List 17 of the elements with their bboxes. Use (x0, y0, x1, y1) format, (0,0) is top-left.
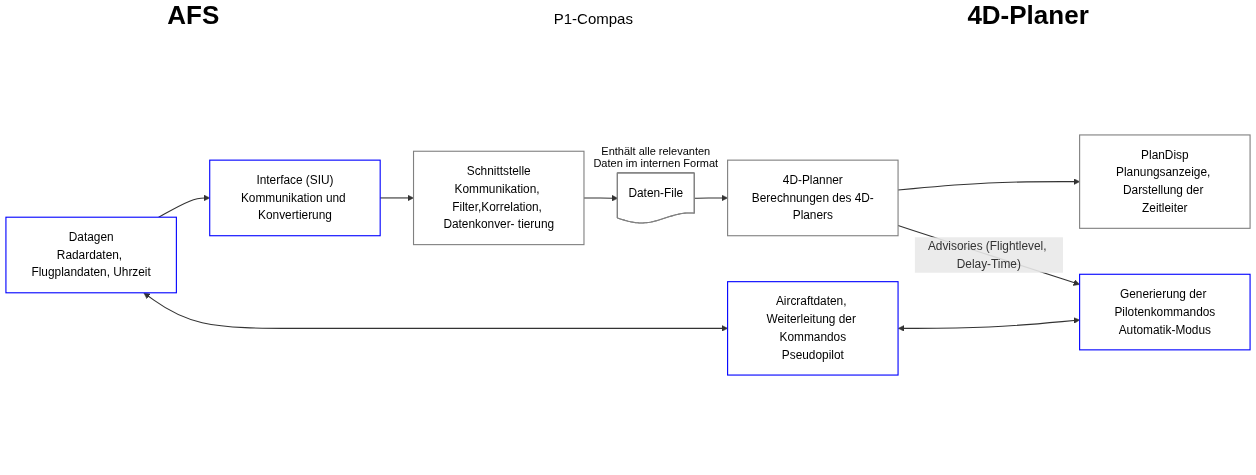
edge-label: Advisories (Flightlevel, Delay-Time) (927, 239, 1047, 270)
node-box: Datagen Radardaten, Flugplandaten, Uhrzeit (5, 216, 177, 294)
node-note: Enthält alle relevanten Daten im internen Format (592, 144, 720, 169)
arrow (158, 194, 210, 218)
node-box: PlanDisp Planungsanzeige, Darstellung der Zeitleiter (1079, 134, 1251, 229)
section-heading: 4D-Planer (967, 0, 1089, 31)
arrow (143, 292, 728, 332)
node-box: Generierung der Pilotenkommandos Automatik-Modus (1079, 273, 1251, 351)
node-box: Aircraftdaten, Weiterleitung der Kommandos Pseudopilot (727, 281, 899, 376)
divider-label: P1-Compas (553, 10, 633, 27)
node-box: 4D-Planner Berechnungen des 4D-Planers (727, 159, 899, 237)
node-box: Schnittstelle Kommunikation, Filter,Korrelation, Datenkonver- tierung (412, 150, 585, 246)
arrow (583, 194, 618, 202)
arrow (898, 317, 1080, 332)
arrow (694, 194, 728, 202)
node-box: Interface (SIU) Kommunikation und Konvertierung (209, 159, 381, 237)
section-heading: AFS (167, 0, 220, 31)
